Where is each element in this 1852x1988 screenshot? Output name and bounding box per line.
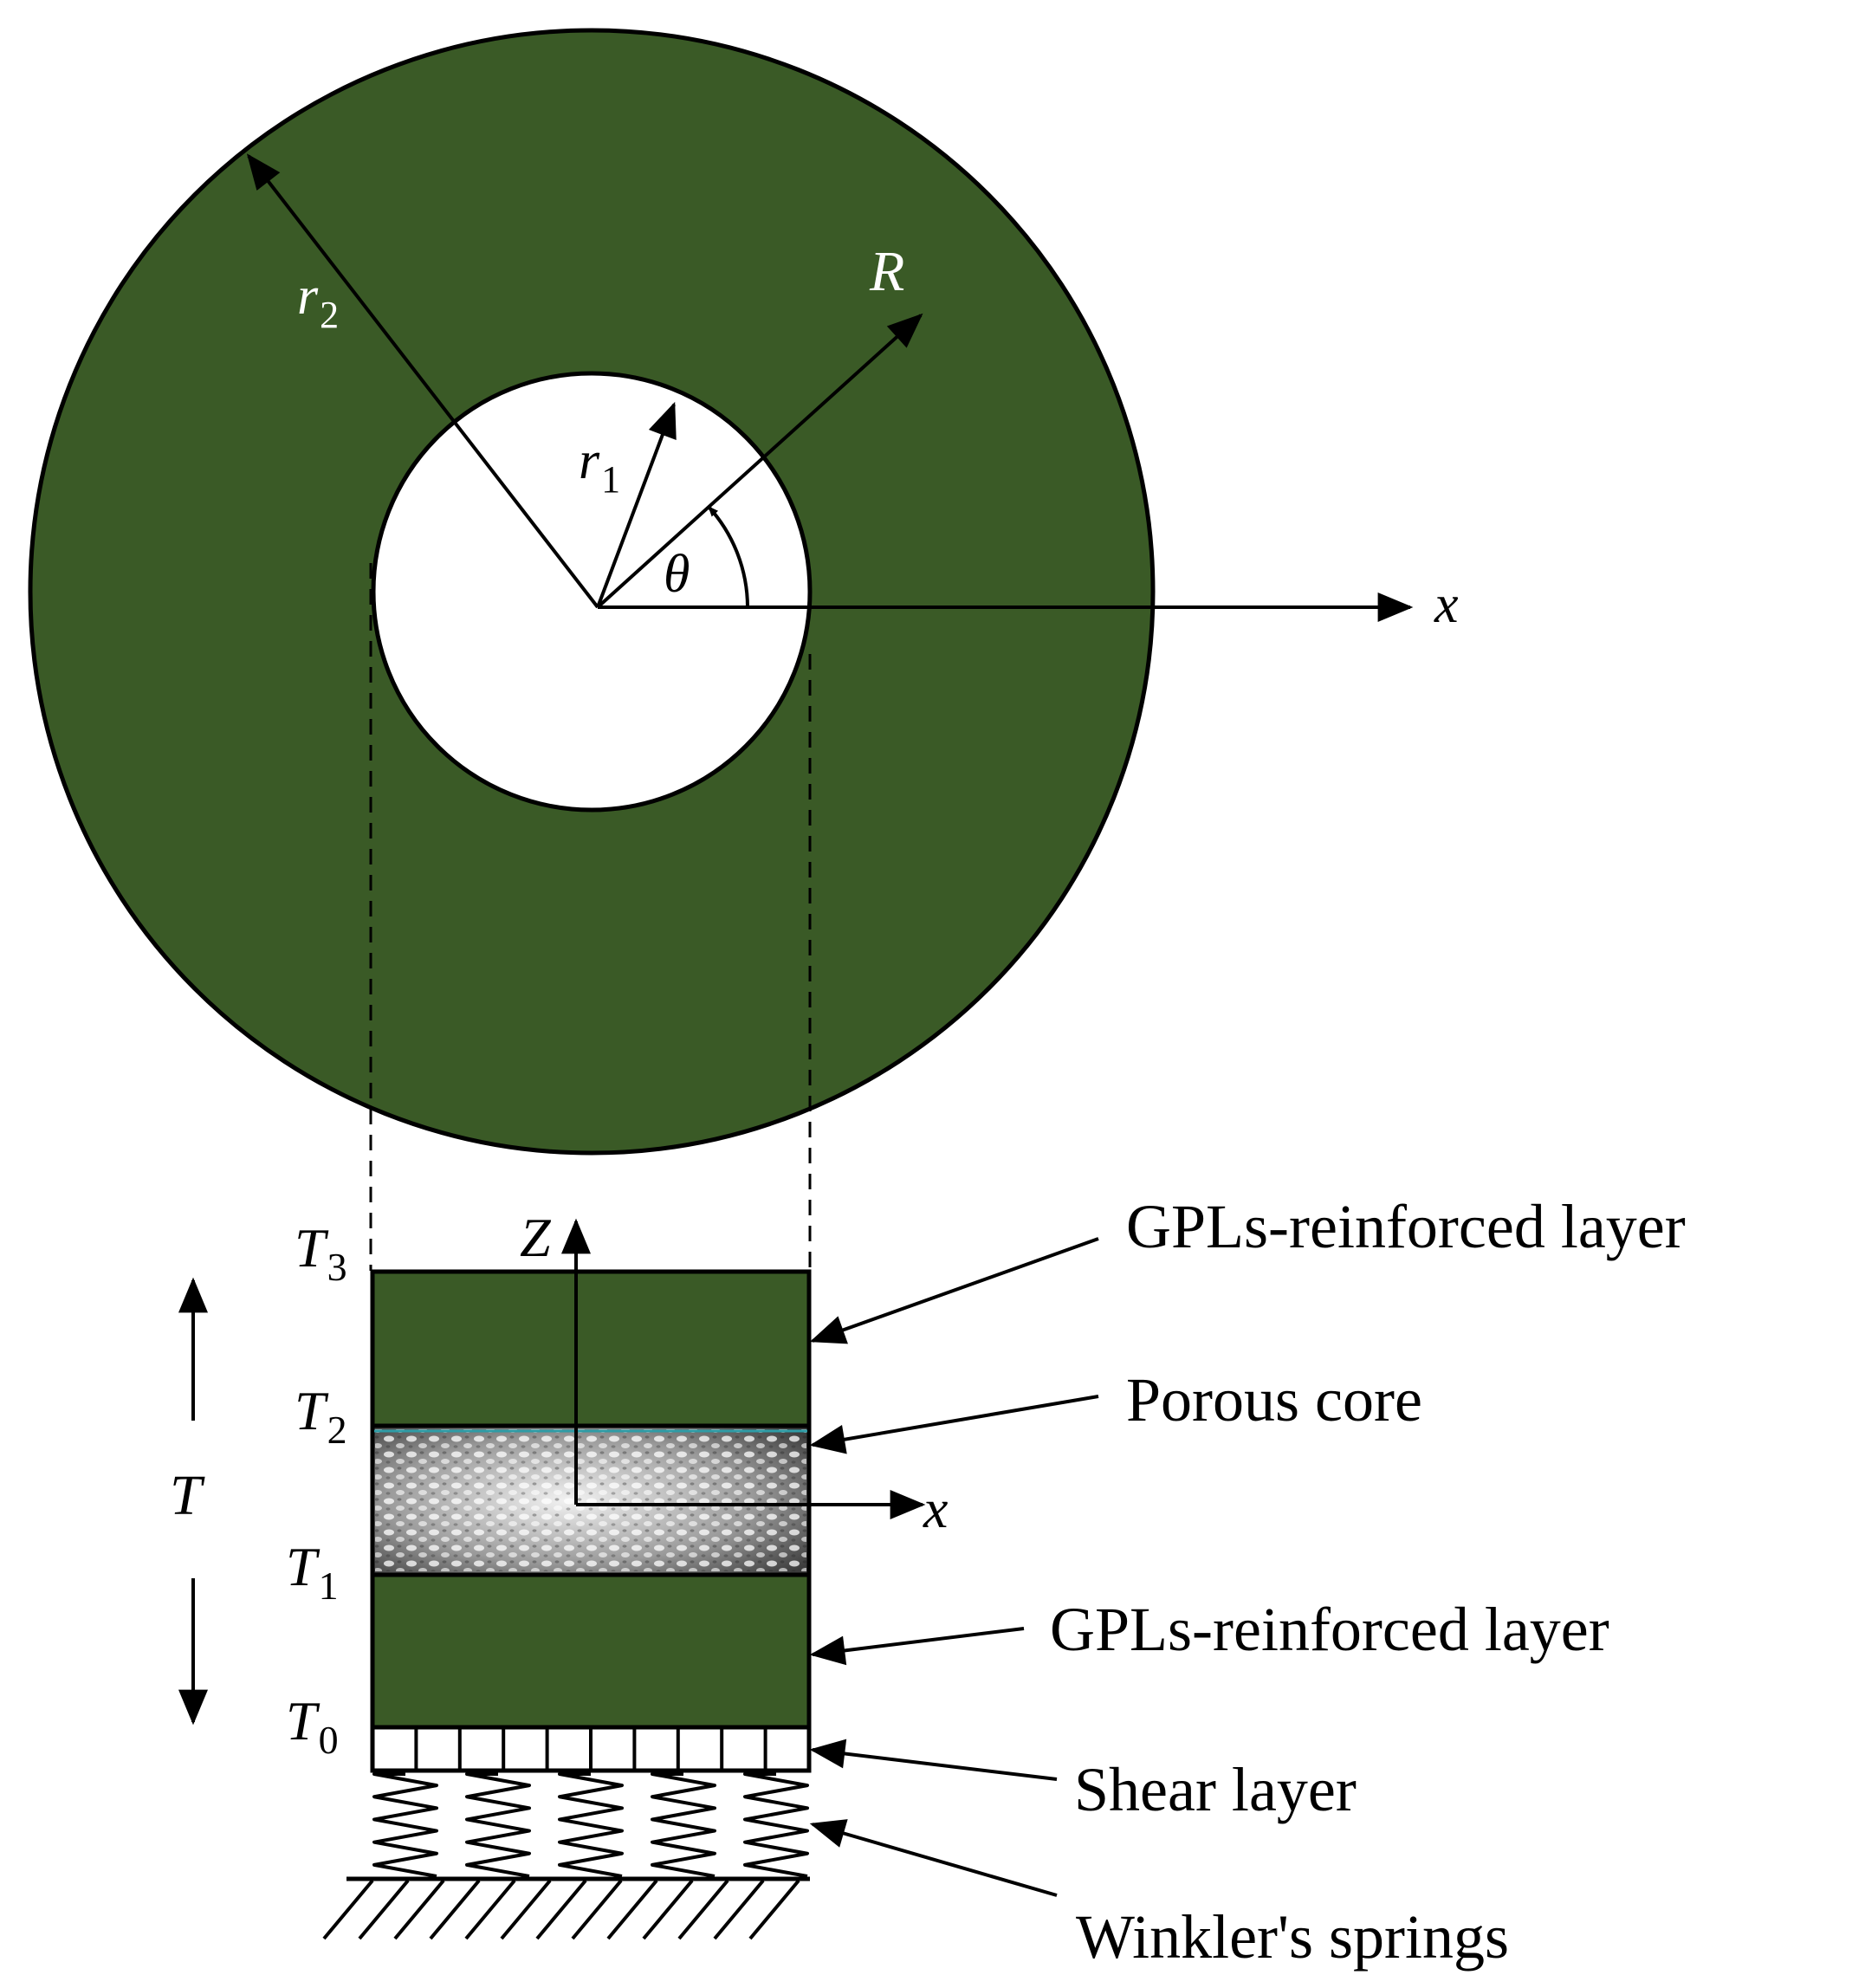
spring bbox=[558, 1772, 624, 1878]
ground-hatch-line bbox=[500, 1879, 552, 1940]
callout-arrow-springs bbox=[809, 1819, 1058, 1897]
inner-radius-line bbox=[596, 401, 677, 608]
inner-hole bbox=[371, 371, 813, 813]
winkler-springs bbox=[372, 1772, 809, 1878]
callout-arrow-bottom-layer bbox=[809, 1627, 1025, 1666]
shear-layer-cells bbox=[414, 1727, 767, 1771]
angle-label: θ bbox=[664, 545, 690, 604]
callout-bottom-layer: GPLs-reinforced layer bbox=[1050, 1595, 1609, 1664]
ground-hatch-line bbox=[606, 1879, 658, 1940]
top-gpl-layer bbox=[370, 1269, 812, 1428]
disk-x-axis-label: x bbox=[1434, 575, 1459, 634]
inner-radius-label: r1 bbox=[579, 431, 620, 501]
callout-arrow-shear bbox=[809, 1739, 1058, 1781]
bottom-gpl-layer bbox=[370, 1572, 812, 1730]
interface-label-t1: T1 bbox=[286, 1536, 339, 1608]
interface-label-t3: T3 bbox=[295, 1217, 347, 1289]
callout-springs: Winkler's springs bbox=[1076, 1902, 1509, 1972]
spring bbox=[372, 1772, 438, 1878]
section-x-axis-label: x bbox=[923, 1478, 948, 1539]
callout-top-layer: GPLs-reinforced layer bbox=[1126, 1192, 1686, 1261]
radial-axis-line bbox=[596, 313, 923, 609]
ground-hatch-line bbox=[571, 1879, 623, 1940]
ground-hatch-line bbox=[358, 1879, 410, 1940]
interface-label-t2: T2 bbox=[295, 1380, 347, 1452]
angle-arc bbox=[707, 505, 749, 608]
callout-shear: Shear layer bbox=[1074, 1755, 1357, 1824]
outer-radius-line bbox=[246, 153, 599, 609]
ground-hatch-line bbox=[464, 1879, 516, 1940]
callout-core: Porous core bbox=[1126, 1365, 1422, 1434]
ground-hatch-line bbox=[642, 1879, 694, 1940]
spring bbox=[651, 1772, 716, 1878]
section-z-axis-label: Z bbox=[520, 1207, 552, 1268]
ground-hatch-line bbox=[535, 1879, 587, 1940]
callout-arrow-top-layer bbox=[809, 1237, 1099, 1344]
ground-hatch-line bbox=[677, 1879, 729, 1940]
ground-hatch-line bbox=[393, 1879, 445, 1940]
interface-label-t0: T0 bbox=[286, 1690, 339, 1762]
porous-core-texture bbox=[375, 1429, 806, 1571]
ground-hatch-line bbox=[748, 1879, 800, 1940]
radial-axis-label: R bbox=[869, 240, 904, 303]
ground-hatch-line bbox=[713, 1879, 765, 1940]
outer-radius-label: r2 bbox=[297, 267, 339, 336]
ground-hatch bbox=[322, 1879, 800, 1940]
spring bbox=[465, 1772, 531, 1878]
ground-hatch-line bbox=[322, 1879, 374, 1940]
ground-hatch-line bbox=[429, 1879, 481, 1940]
callout-arrow-core bbox=[809, 1395, 1099, 1454]
spring bbox=[743, 1772, 809, 1878]
thickness-label: T bbox=[170, 1464, 205, 1527]
